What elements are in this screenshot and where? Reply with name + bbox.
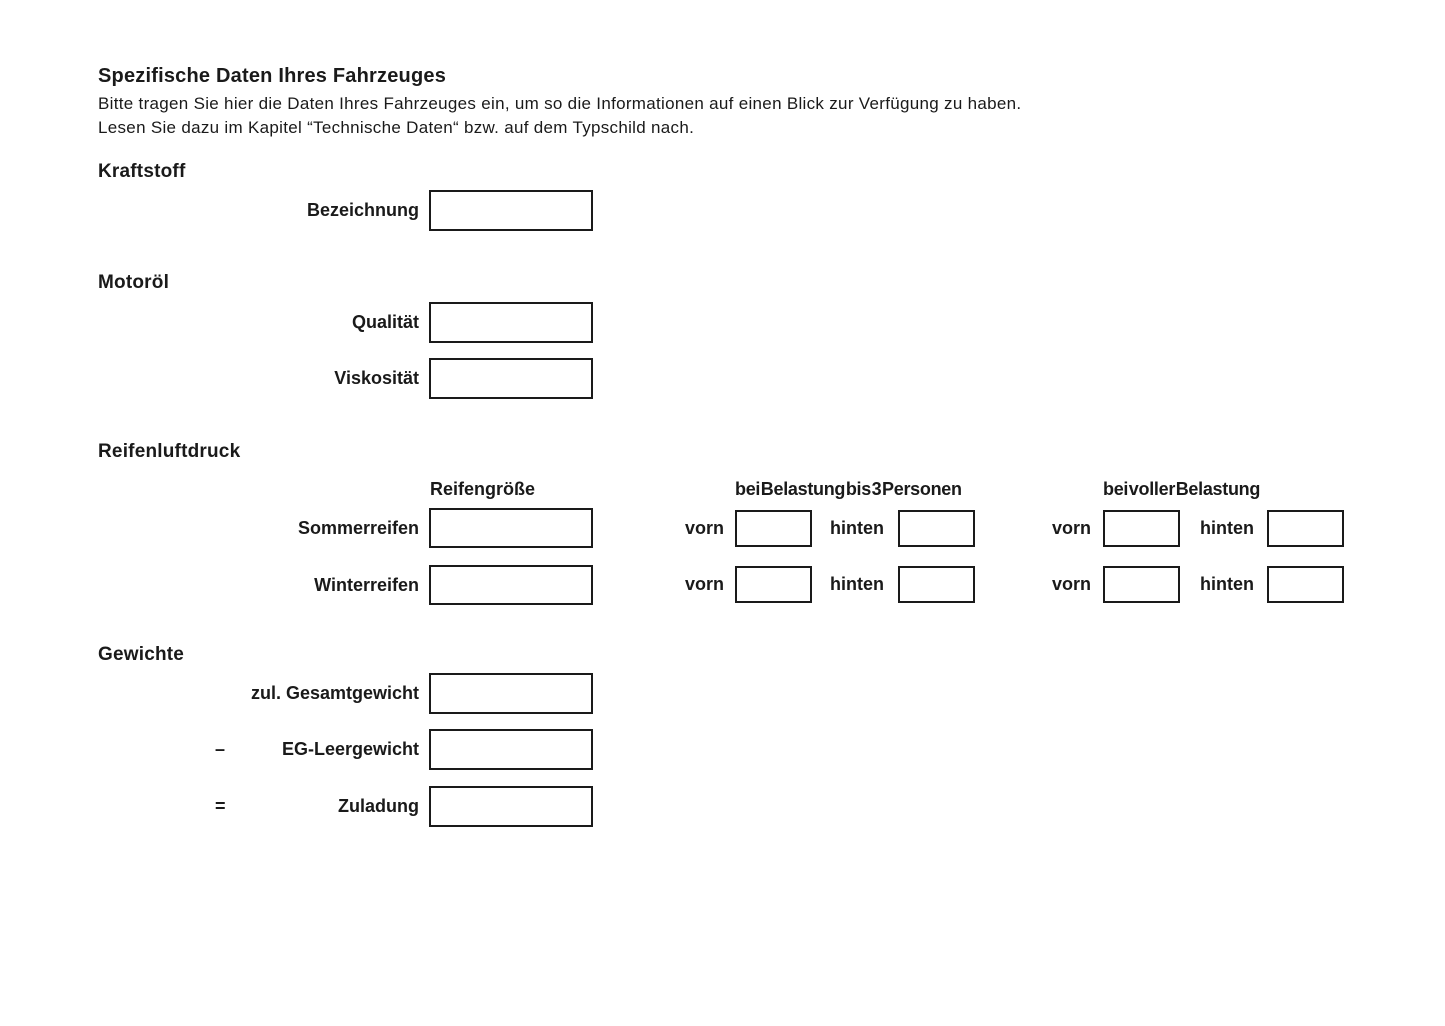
viskositaet-input[interactable] bbox=[429, 358, 593, 399]
zuladung-input[interactable] bbox=[429, 786, 593, 827]
front-label: vorn bbox=[1052, 518, 1092, 538]
bezeichnung-input[interactable] bbox=[429, 190, 593, 231]
winterreifen-size-input[interactable] bbox=[429, 565, 593, 605]
column-header-partial-load: bei Belastung bis 3 Personen bbox=[735, 479, 962, 499]
minus-operator: – bbox=[215, 739, 226, 759]
rear-label: hinten bbox=[1200, 574, 1254, 594]
section-heading-kraftstoff: Kraftstoff bbox=[98, 161, 186, 182]
section-heading-motoroel: Motoröl bbox=[98, 272, 170, 293]
intro-line-1: Bitte tragen Sie hier die Daten Ihres Fa… bbox=[98, 94, 1022, 113]
section-heading-reifenluftdruck: Reifenluftdruck bbox=[98, 441, 241, 462]
intro-line-2: Lesen Sie dazu im Kapitel “Technische Da… bbox=[98, 118, 695, 137]
column-header-reifengroesse: Reifengröße bbox=[430, 479, 536, 499]
rear-label: hinten bbox=[1200, 518, 1254, 538]
rear-label: hinten bbox=[830, 518, 884, 538]
sommerreifen-full-rear-input[interactable] bbox=[1267, 510, 1344, 547]
field-label-bezeichnung: Bezeichnung bbox=[306, 200, 419, 220]
rear-label: hinten bbox=[830, 574, 884, 594]
field-label-qualitaet: Qualität bbox=[351, 312, 419, 332]
front-label: vorn bbox=[1052, 574, 1092, 594]
gesamtgewicht-input[interactable] bbox=[429, 673, 593, 714]
row-label-leergewicht: EG-Leergewicht bbox=[281, 739, 419, 759]
row-label-zuladung: Zuladung bbox=[338, 796, 419, 816]
winterreifen-partial-rear-input[interactable] bbox=[898, 566, 975, 603]
row-label-gesamtgewicht: zul. Gesamtgewicht bbox=[250, 683, 419, 703]
winterreifen-full-front-input[interactable] bbox=[1103, 566, 1180, 603]
field-label-viskositaet: Viskosität bbox=[334, 368, 419, 388]
leergewicht-input[interactable] bbox=[429, 729, 593, 770]
row-label-sommerreifen: Sommerreifen bbox=[297, 518, 419, 538]
equals-operator: = bbox=[215, 796, 226, 816]
sommerreifen-partial-rear-input[interactable] bbox=[898, 510, 975, 547]
winterreifen-partial-front-input[interactable] bbox=[735, 566, 812, 603]
sommerreifen-size-input[interactable] bbox=[429, 508, 593, 548]
column-header-full-load: bei voller Belastung bbox=[1103, 479, 1261, 499]
sommerreifen-partial-front-input[interactable] bbox=[735, 510, 812, 547]
sommerreifen-full-front-input[interactable] bbox=[1103, 510, 1180, 547]
winterreifen-full-rear-input[interactable] bbox=[1267, 566, 1344, 603]
row-label-winterreifen: Winterreifen bbox=[314, 575, 419, 595]
front-label: vorn bbox=[685, 574, 725, 594]
section-heading-gewichte: Gewichte bbox=[98, 644, 185, 665]
page-title: Spezifische Daten Ihres Fahrzeuges bbox=[98, 65, 447, 87]
qualitaet-input[interactable] bbox=[429, 302, 593, 343]
front-label: vorn bbox=[685, 518, 725, 538]
